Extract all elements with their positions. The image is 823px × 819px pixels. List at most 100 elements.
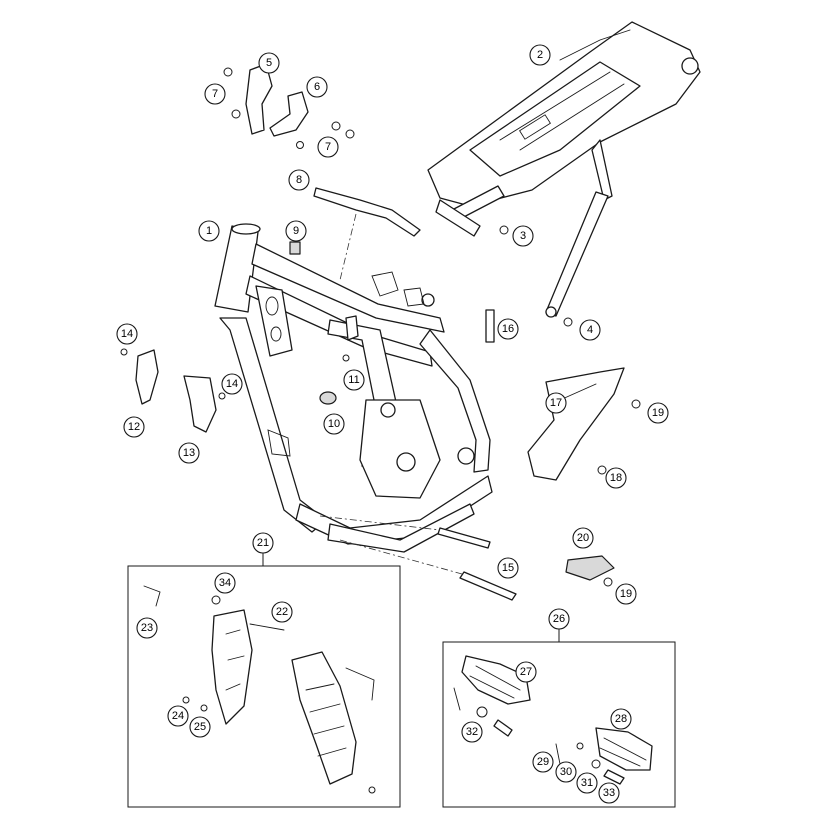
callout-30: 30 bbox=[555, 761, 577, 783]
bracket-13 bbox=[183, 375, 217, 433]
svg-text:15: 15 bbox=[502, 562, 514, 574]
svg-text:18: 18 bbox=[610, 472, 622, 484]
bracket-5 bbox=[245, 63, 273, 135]
svg-text:32: 32 bbox=[466, 726, 478, 738]
callout-25: 25 bbox=[189, 716, 211, 738]
svg-text:25: 25 bbox=[194, 721, 206, 733]
callout-10: 10 bbox=[323, 413, 345, 435]
dash-15a bbox=[319, 515, 441, 531]
slider-20 bbox=[565, 555, 615, 581]
group-26-parts bbox=[453, 655, 653, 785]
callout-4: 4 bbox=[579, 319, 601, 341]
bolt-19b bbox=[603, 577, 613, 587]
svg-text:14: 14 bbox=[121, 328, 133, 340]
callout-19a: 19 bbox=[647, 402, 669, 424]
bolt-19a bbox=[631, 399, 641, 409]
axle-bolt-15a bbox=[437, 527, 491, 549]
callout-20: 20 bbox=[572, 527, 594, 549]
part-11-nut bbox=[342, 354, 350, 362]
svg-text:27: 27 bbox=[520, 666, 532, 678]
svg-text:19: 19 bbox=[620, 588, 632, 600]
svg-text:8: 8 bbox=[296, 174, 302, 186]
callout-21: 21 bbox=[252, 532, 274, 554]
strap-8 bbox=[313, 187, 421, 237]
callout-12: 12 bbox=[123, 416, 145, 438]
callout-33: 33 bbox=[598, 782, 620, 804]
svg-text:24: 24 bbox=[172, 710, 184, 722]
bolt-4 bbox=[563, 317, 573, 327]
axle-bolt-15b bbox=[459, 571, 517, 601]
svg-text:22: 22 bbox=[276, 606, 288, 618]
callout-9: 9 bbox=[285, 220, 307, 242]
svg-text:23: 23 bbox=[141, 622, 153, 634]
callout-1: 1 bbox=[198, 220, 220, 242]
callout-3: 3 bbox=[512, 225, 534, 247]
callout-19b: 19 bbox=[615, 583, 637, 605]
callout-17: 17 bbox=[545, 392, 567, 414]
svg-text:16: 16 bbox=[502, 323, 514, 335]
callout-5: 5 bbox=[258, 52, 280, 74]
svg-text:9: 9 bbox=[293, 225, 299, 237]
bracket-12 bbox=[135, 349, 159, 405]
svg-text:13: 13 bbox=[183, 447, 195, 459]
callout-32: 32 bbox=[461, 721, 483, 743]
bolt-3 bbox=[499, 225, 509, 235]
dash-8 bbox=[339, 213, 357, 281]
svg-text:30: 30 bbox=[560, 766, 572, 778]
callout-29: 29 bbox=[532, 751, 554, 773]
cap-10 bbox=[319, 391, 337, 405]
callout-14a: 14 bbox=[116, 323, 138, 345]
callout-7a: 7 bbox=[204, 83, 226, 105]
group-21-parts bbox=[143, 585, 376, 794]
bolt-18 bbox=[597, 465, 607, 475]
svg-text:29: 29 bbox=[537, 756, 549, 768]
chain-guide-17 bbox=[527, 367, 625, 481]
callout-16: 16 bbox=[497, 318, 519, 340]
callout-26: 26 bbox=[548, 608, 570, 630]
callout-27: 27 bbox=[515, 661, 537, 683]
svg-text:17: 17 bbox=[550, 397, 562, 409]
callout-8: 8 bbox=[288, 169, 310, 191]
svg-text:26: 26 bbox=[553, 613, 565, 625]
callout-24: 24 bbox=[167, 705, 189, 727]
svg-text:14: 14 bbox=[226, 378, 238, 390]
svg-text:21: 21 bbox=[257, 537, 269, 549]
svg-text:31: 31 bbox=[581, 777, 593, 789]
svg-text:28: 28 bbox=[615, 713, 627, 725]
svg-text:12: 12 bbox=[128, 421, 140, 433]
callout-11: 11 bbox=[343, 369, 365, 391]
bolts-7 bbox=[223, 67, 355, 149]
svg-text:11: 11 bbox=[348, 374, 359, 386]
callout-7b: 7 bbox=[317, 136, 339, 158]
svg-text:3: 3 bbox=[520, 230, 526, 242]
dash-15b bbox=[339, 539, 463, 575]
main-frame bbox=[214, 223, 493, 553]
callout-13: 13 bbox=[178, 442, 200, 464]
callout-31: 31 bbox=[576, 772, 598, 794]
callout-23: 23 bbox=[136, 617, 158, 639]
svg-text:33: 33 bbox=[603, 787, 615, 799]
svg-text:2: 2 bbox=[537, 49, 543, 61]
svg-text:10: 10 bbox=[328, 418, 340, 430]
callout-22: 22 bbox=[271, 601, 293, 623]
clip-9 bbox=[289, 241, 301, 255]
part-11 bbox=[345, 315, 359, 341]
callout-14b: 14 bbox=[221, 373, 243, 395]
svg-text:5: 5 bbox=[266, 57, 272, 69]
bracket-6 bbox=[269, 91, 309, 137]
svg-text:34: 34 bbox=[219, 577, 231, 589]
callout-6: 6 bbox=[306, 76, 328, 98]
callout-28: 28 bbox=[610, 708, 632, 730]
callout-2: 2 bbox=[529, 44, 551, 66]
svg-text:19: 19 bbox=[652, 407, 664, 419]
svg-text:20: 20 bbox=[577, 532, 589, 544]
svg-text:6: 6 bbox=[314, 81, 320, 93]
svg-text:7: 7 bbox=[212, 88, 218, 100]
callout-18: 18 bbox=[605, 467, 627, 489]
svg-text:1: 1 bbox=[206, 225, 212, 237]
svg-text:7: 7 bbox=[325, 141, 331, 153]
clip-16 bbox=[485, 309, 495, 343]
svg-text:4: 4 bbox=[587, 324, 593, 336]
